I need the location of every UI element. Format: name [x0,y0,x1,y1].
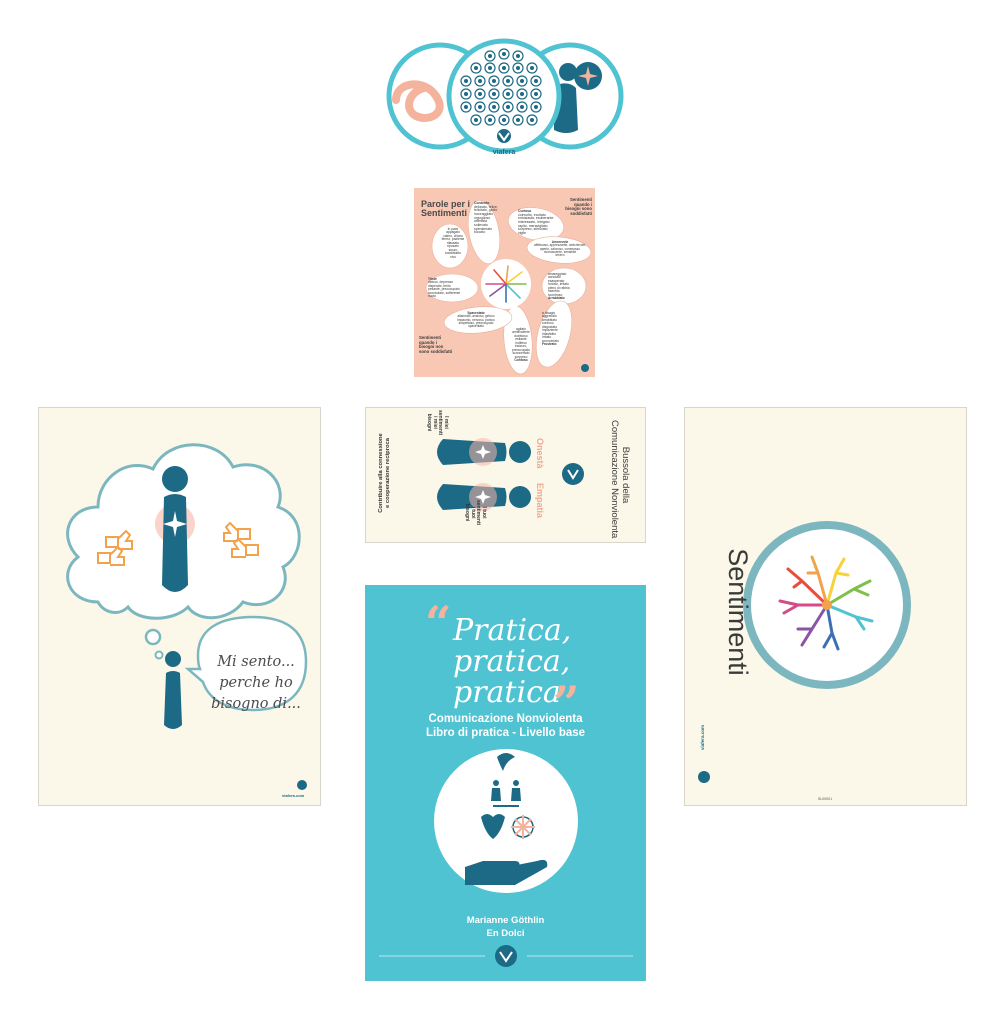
sentimenti-footer: viafera.com [700,724,705,750]
pratica-title-line3: pratica [453,675,561,710]
pratica-author2: En Dolci [486,928,525,939]
bussola-label-empatia: Empatia [535,483,545,519]
bussola-illustration [437,438,584,511]
pratica-author1: Marianne Göthlin [466,915,545,926]
svg-text:viafera: viafera [493,149,516,156]
sentimenti-code: SL00001 [818,797,833,801]
thought-cloud-illustration [66,443,308,790]
pratica-open-quote: “ [425,596,452,650]
pratica-title-line2: pratica, [453,644,571,679]
sentimenti-title: Sentimenti [723,548,753,676]
bussola-card [365,407,646,543]
pratica-subtitle-line2: Libro di pratica - Livello base [425,727,586,739]
mi-sento-speech-text: Mi sento... perche ho bisogno di... [211,654,301,712]
pratica-title-line1: Pratica, [453,613,572,648]
petal-contento: Contento deliziato, felice,felicitato, g… [474,201,498,235]
pratica-close-quote: ” [553,676,580,730]
petals-drawing [425,200,592,375]
petal-amorevole: Amorevole affettuoso, apprezzante, amich… [533,240,587,258]
mi-sento-footer: viafera.com [282,793,305,798]
three-circles-logo: viafera [386,38,624,156]
pratica-subtitle-line1: Comunicazione Nonviolenta [428,713,583,725]
icon-grid [460,48,542,126]
bussola-label-onesta: Onestà [535,438,545,469]
sentimenti-tree-circle [698,521,911,783]
pratica-illustration [379,749,633,967]
